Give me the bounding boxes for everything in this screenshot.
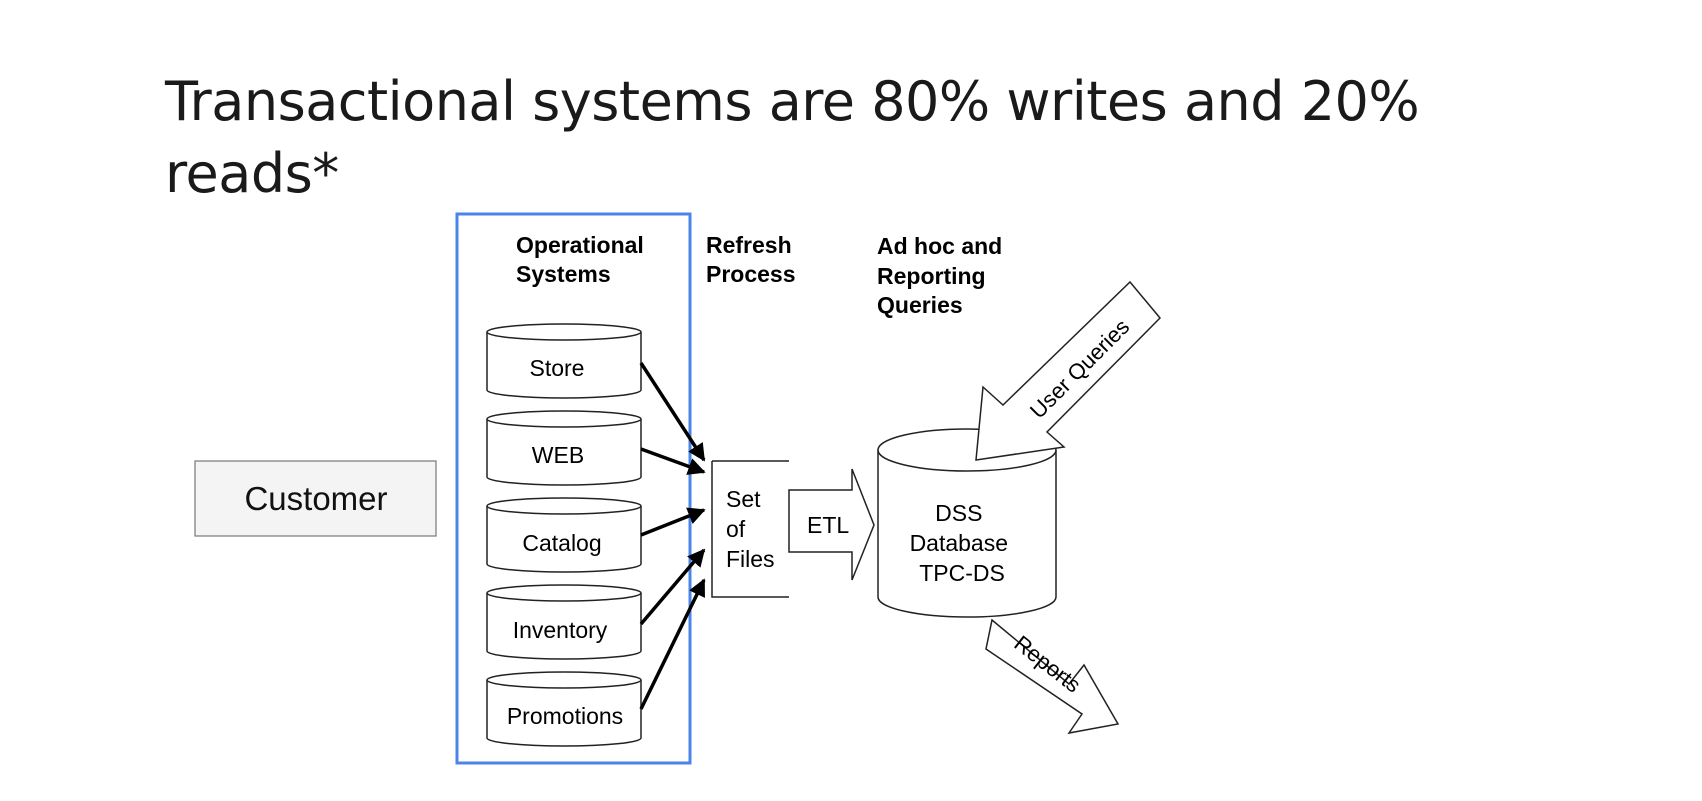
adhoc-header-line-2: Reporting: [877, 263, 986, 289]
arrow-catalog-to-files: [640, 507, 706, 537]
dss-database: DSS Database TPC-DS: [877, 428, 1057, 618]
refresh-header-line-2: Process: [706, 261, 796, 287]
dss-line-3: TPC-DS: [919, 560, 1005, 586]
operational-highlight-box: [455, 212, 692, 765]
operational-header-line-2: Systems: [516, 261, 611, 287]
dss-line-2: Database: [910, 530, 1008, 556]
source-web: WEB: [486, 410, 642, 486]
adhoc-header-line-3: Queries: [877, 292, 963, 318]
operational-header-line-1: Operational: [516, 232, 644, 258]
operational-header: Operational Systems: [516, 232, 650, 287]
set-of-files-label: Set of Files: [726, 486, 775, 572]
etl-label: ETL: [807, 512, 849, 538]
adhoc-header-line-1: Ad hoc and: [877, 233, 1002, 259]
source-store-label: Store: [530, 355, 585, 381]
source-inventory: Inventory: [486, 584, 642, 660]
reports-arrow: Reports: [985, 618, 1120, 735]
slide-title: Transactional systems are 80% writes and…: [165, 70, 1420, 205]
source-web-label: WEB: [532, 442, 584, 468]
dss-line-1: DSS: [935, 500, 982, 526]
source-inventory-label: Inventory: [513, 617, 608, 643]
arrow-store-to-files: [639, 362, 706, 462]
customer-label: Customer: [244, 480, 387, 517]
arrow-promotions-to-files: [639, 578, 706, 710]
set-of-files-line-2: of: [726, 516, 746, 542]
dss-label: DSS Database TPC-DS: [910, 500, 1015, 586]
source-promotions: Promotions: [486, 671, 642, 747]
source-arrows: [639, 362, 706, 710]
set-of-files-box: Set of Files: [711, 460, 789, 598]
adhoc-header: Ad hoc and Reporting Queries: [877, 233, 1009, 318]
arrow-web-to-files: [640, 447, 706, 475]
set-of-files-line-3: Files: [726, 546, 775, 572]
arrow-inventory-to-files: [639, 548, 706, 626]
user-queries-arrow: User Queries: [975, 280, 1162, 461]
set-of-files-line-1: Set: [726, 486, 761, 512]
etl-arrow: ETL: [788, 468, 875, 581]
source-catalog: Catalog: [486, 497, 642, 573]
customer-box: Customer: [194, 460, 437, 537]
refresh-header: Refresh Process: [706, 232, 798, 287]
refresh-header-line-1: Refresh: [706, 232, 792, 258]
source-catalog-label: Catalog: [522, 530, 601, 556]
source-store: Store: [486, 323, 642, 399]
source-promotions-label: Promotions: [507, 703, 623, 729]
